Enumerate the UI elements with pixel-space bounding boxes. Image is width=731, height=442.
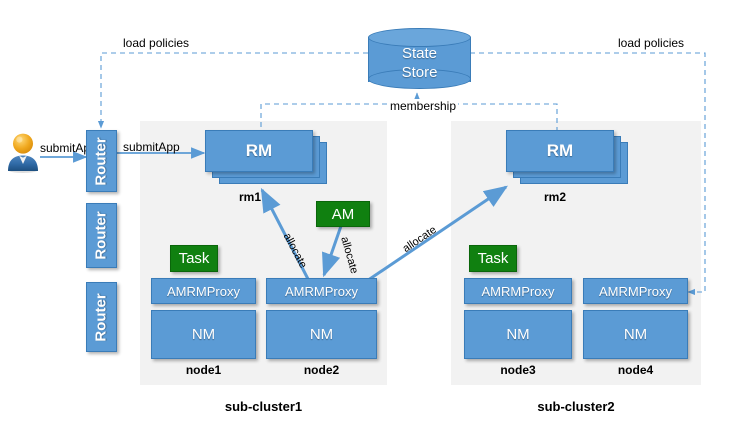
node1-nm-label: NM [191, 326, 216, 343]
state-store-line1: State [401, 45, 438, 62]
state-store-top [368, 28, 471, 47]
state-store: State Store [368, 28, 471, 91]
edge-label-allocate-right: allocate [400, 223, 439, 255]
state-store-line2: Store [401, 64, 438, 81]
node1-nm-box[interactable]: NM [151, 310, 256, 359]
node1-amrmproxy-box[interactable]: AMRMProxy [151, 278, 256, 304]
edge-label-submitapp-user: submitApp [40, 141, 97, 155]
am-label: AM [331, 205, 355, 223]
edge-label-membership: membership [388, 99, 459, 113]
node3-nm-label: NM [506, 326, 530, 343]
edge-label-load-policies-left: load policies [123, 36, 190, 50]
sub-cluster2-caption: sub-cluster2 [537, 399, 615, 414]
node3-caption: node3 [500, 363, 536, 377]
rm1-stack[interactable]: RM [205, 130, 327, 190]
node4-amrmproxy-label: AMRMProxy [599, 283, 672, 299]
router-label-3: Router [93, 292, 110, 342]
rm2-front[interactable]: RM [506, 130, 614, 172]
router-box-1[interactable]: Router [86, 130, 117, 192]
node2-amrmproxy-label: AMRMProxy [285, 283, 358, 299]
node2-amrmproxy-box[interactable]: AMRMProxy [266, 278, 377, 304]
node3-nm-box[interactable]: NM [464, 310, 572, 359]
node4-nm-box[interactable]: NM [583, 310, 688, 359]
edge-label-submitapp-router: submitApp [123, 140, 180, 154]
node3-amrmproxy-box[interactable]: AMRMProxy [464, 278, 572, 304]
edge-load-policies-left [97, 52, 368, 129]
sub-cluster1-caption: sub-cluster1 [224, 399, 303, 414]
am-box[interactable]: AM [316, 201, 370, 227]
node4-caption: node4 [617, 363, 654, 377]
rm2-caption: rm2 [543, 190, 566, 204]
node1-amrmproxy-label: AMRMProxy [167, 283, 240, 299]
node3-task-box[interactable]: Task [469, 245, 517, 272]
state-store-bottom [368, 69, 471, 89]
node3-task-label: Task [477, 250, 509, 267]
rm2-stack[interactable]: RM [506, 130, 628, 190]
node2-nm-label: NM [309, 326, 334, 343]
edge-label-load-policies-right: load policies [618, 36, 685, 50]
user-avatar [6, 131, 40, 173]
rm2-label: RM [546, 141, 574, 160]
rm1-caption: rm1 [238, 190, 261, 204]
node2-nm-box[interactable]: NM [266, 310, 377, 359]
router-box-2[interactable]: Router [86, 203, 117, 268]
state-store-label: State Store [368, 44, 471, 82]
router-label-2: Router [93, 211, 110, 260]
node1-caption: node1 [185, 363, 222, 377]
node2-caption: node2 [303, 363, 340, 377]
node4-amrmproxy-box[interactable]: AMRMProxy [583, 278, 688, 304]
router-box-3[interactable]: Router [86, 282, 117, 352]
rm1-label: RM [245, 141, 273, 160]
node4-nm-label: NM [623, 326, 648, 343]
node1-task-box[interactable]: Task [170, 245, 218, 272]
rm1-front[interactable]: RM [205, 130, 313, 172]
router-label-1: Router [93, 136, 110, 186]
node3-amrmproxy-label: AMRMProxy [481, 283, 555, 299]
node1-task-label: Task [178, 250, 210, 267]
